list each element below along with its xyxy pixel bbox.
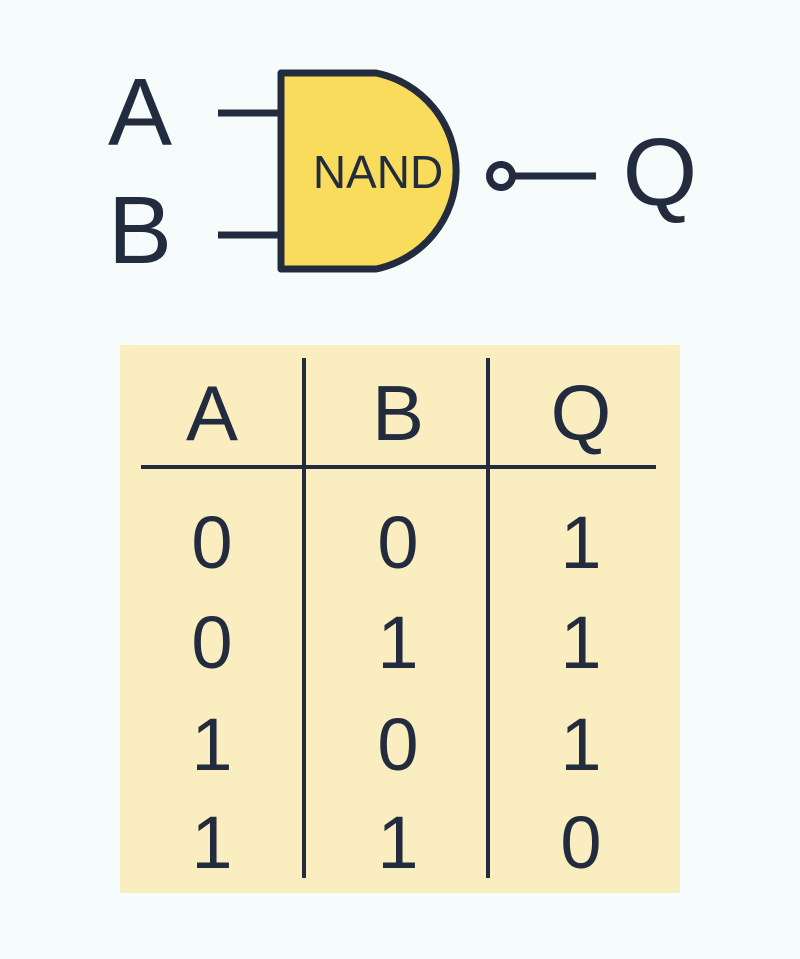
truth-table: A B Q 0 0 1 0 1 1 1 0 1 (120, 345, 680, 893)
cell-q: 1 (560, 601, 601, 684)
table-row: 0 1 1 (191, 601, 601, 684)
cell-b: 1 (377, 801, 418, 884)
cell-a: 0 (191, 501, 232, 584)
table-row: 1 1 0 (191, 801, 601, 884)
cell-b: 0 (377, 501, 418, 584)
inversion-bubble-icon (486, 161, 516, 191)
nand-gate-body (277, 69, 460, 273)
cell-q: 0 (560, 801, 601, 884)
truth-table-header-row: A B Q (186, 369, 611, 457)
table-row: 1 0 1 (191, 703, 601, 786)
header-cell-q: Q (551, 369, 612, 457)
cell-b: 0 (377, 703, 418, 786)
truth-table-panel (120, 345, 680, 893)
cell-a: 1 (191, 703, 232, 786)
cell-a: 0 (191, 601, 232, 684)
gate-label: NAND (313, 146, 443, 198)
table-row: 0 0 1 (191, 501, 601, 584)
cell-q: 1 (560, 703, 601, 786)
cell-b: 1 (377, 601, 418, 684)
cell-q: 1 (560, 501, 601, 584)
header-cell-b: B (372, 369, 424, 457)
header-cell-a: A (186, 369, 238, 457)
output-label-q: Q (623, 119, 698, 226)
cell-a: 1 (191, 801, 232, 884)
gate-schematic: NAND A B Q (108, 59, 697, 284)
input-label-a: A (108, 59, 172, 166)
input-label-b: B (108, 177, 172, 284)
